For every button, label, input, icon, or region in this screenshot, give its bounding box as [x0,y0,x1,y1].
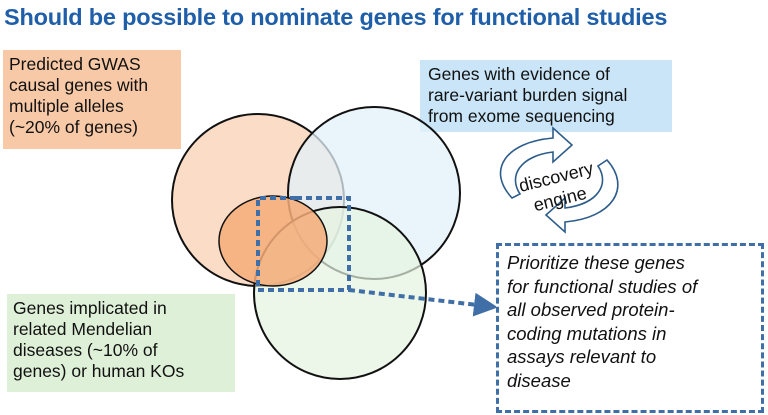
gwas-genes-box: Predicted GWAS causal genes with multipl… [3,50,181,149]
gwas-line-3: multiple alleles [9,96,124,116]
slide-title: Should be possible to nominate genes for… [4,4,668,30]
prioritize-line-4: coding mutations in [507,322,667,344]
rare-line-1: Genes with evidence of [428,64,610,84]
gwas-line-2: causal genes with [9,75,149,95]
prioritize-box: Prioritize these genes for functional st… [496,243,764,413]
cycle-arrows-icon [499,126,619,234]
mendelian-genes-box: Genes implicated in related Mendelian di… [7,294,235,392]
gwas-line-4: (~20% of genes) [9,117,138,137]
mendelian-line-4: genes) or human KOs [13,361,185,381]
prioritize-line-1: Prioritize these genes [507,252,685,273]
mendelian-line-1: Genes implicated in [13,298,167,318]
prioritize-line-6: disease [507,369,571,391]
rare-line-2: rare-variant burden signal [428,85,628,105]
mendelian-line-2: related Mendelian [13,319,153,339]
mendelian-line-3: diseases (~10% of [13,340,158,360]
rare-variant-box: Genes with evidence of rare-variant burd… [420,60,672,132]
multi-allele-core-ellipse [218,195,328,287]
prioritize-line-2: for functional studies of [507,275,698,297]
rare-line-3: from exome sequencing [428,106,615,126]
gwas-line-1: Predicted GWAS [9,54,141,74]
prioritize-line-3: all observed protein- [507,299,675,320]
dashed-arrow [348,288,498,317]
prioritize-line-5: assays relevant to [507,346,657,367]
